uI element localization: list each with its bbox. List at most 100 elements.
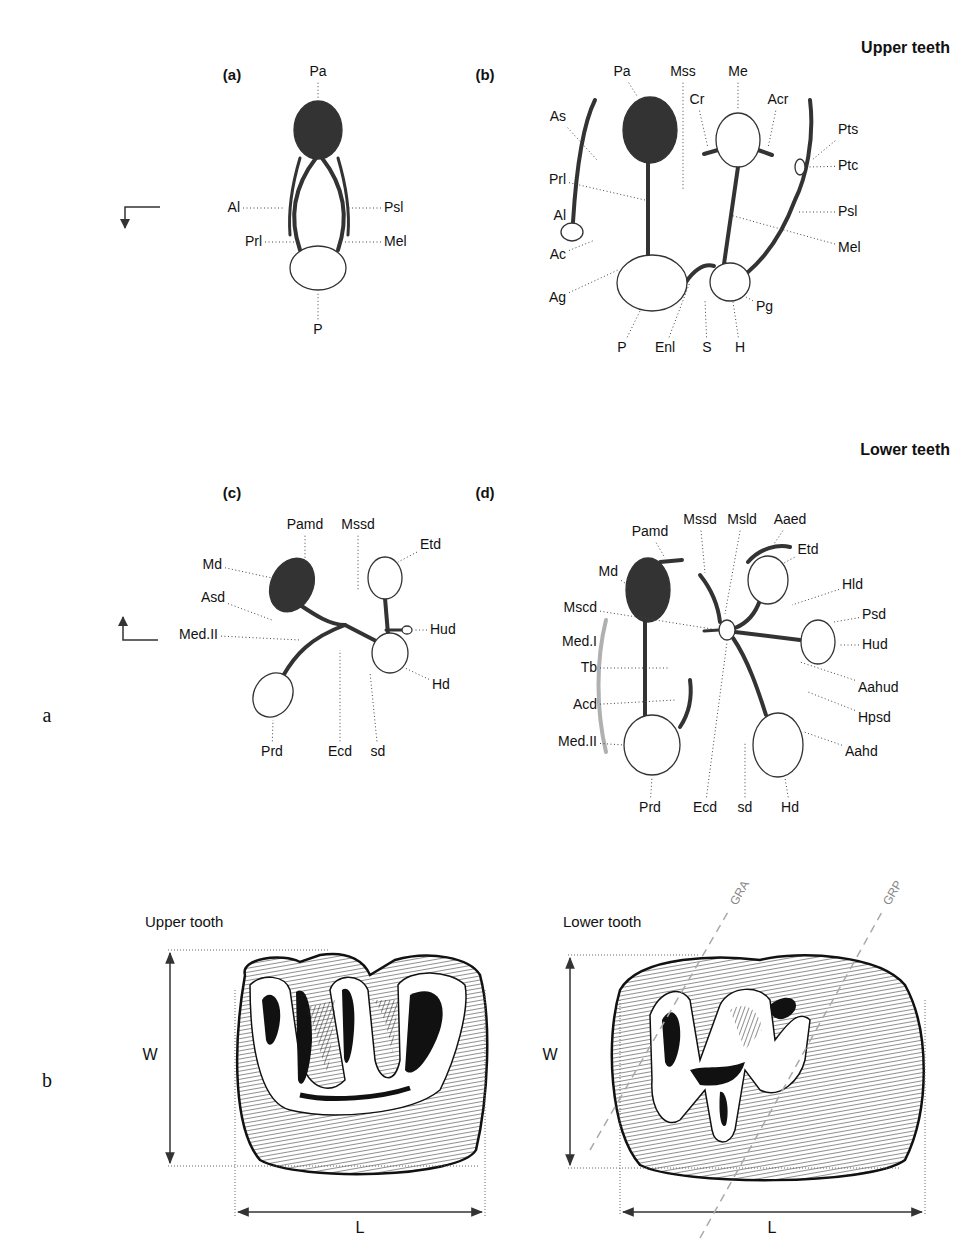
leader-line [405,668,429,679]
tooth-drawing-part [283,625,345,676]
leader-line [569,240,595,250]
cusp-label: Hud [430,622,456,637]
cusp-label: Pa [613,64,630,79]
cusp-label: Med.II [179,627,218,642]
cusp-label: H [735,340,745,355]
leader-line [797,212,835,213]
leader-line [600,743,624,745]
leader-line [706,642,727,797]
tooth-drawing-part [169,953,171,1163]
leader-line [627,311,640,337]
guide-line-label: GRA [728,878,752,907]
tooth-drawing-part [704,630,719,631]
tooth-drawing-part [300,605,378,642]
cusp-label: Hld [842,577,863,592]
cusp-label: Prl [549,172,566,187]
leader-line [318,292,319,319]
tooth-drawing-part [294,101,342,159]
tooth-drawing-part [700,912,882,1238]
tooth-drawing-part [753,713,803,777]
cusp-label: Pg [756,299,773,314]
tooth-drawing-part [123,617,158,640]
leader-line [370,672,377,741]
cusp-label: Psd [862,607,886,622]
cusp-label: Ecd [693,800,717,815]
leader-line [265,242,294,243]
tooth-drawing-part [624,715,680,775]
cusp-label: Etd [420,537,441,552]
dimension-label: W [142,1046,157,1064]
leader-line [770,531,783,550]
cusp-label: P [313,322,322,337]
cusp-label: sd [738,800,753,815]
leader-line [398,552,417,562]
tooth-drawing-part [342,989,354,1063]
section-heading: Lower teeth [860,441,950,459]
tooth-drawing-part [296,991,312,1084]
tooth-drawing-part [338,158,349,235]
leader-line [812,141,835,160]
cusp-label: Prd [639,800,661,815]
tooth-drawing-part [405,991,443,1072]
leader-line [744,296,753,301]
tooth-drawing-part [289,158,300,235]
cusp-label: Mscd [564,600,597,615]
tooth-title: Upper tooth [145,914,223,931]
leader-line [318,83,319,100]
tooth-drawing-part [617,255,687,311]
leader-line [725,531,740,614]
cusp-label: Etd [797,542,818,557]
guide-line-label: GRP [881,878,905,907]
tooth-drawing-part [730,1006,762,1050]
tooth-drawing-part [245,666,301,725]
tooth-drawing-part [770,998,796,1019]
cusp-label: Ecd [328,744,352,759]
cusp-label: Med.I [562,634,597,649]
leader-line [600,700,676,704]
cusp-label: Aahd [845,744,878,759]
tooth-drawing-part [402,626,412,634]
cusp-label: Al [554,208,566,223]
tooth-drawing-part [561,223,583,241]
cusp-label: Hud [862,637,888,652]
cusp-label: Psl [838,204,857,219]
cusp-label: Pamd [287,517,324,532]
leader-line [800,662,855,680]
tooth-drawing-part [262,995,280,1045]
cusp-label: Mel [384,234,407,249]
cusp-label: Hpsd [858,710,891,725]
leader-line [600,668,670,669]
leader-line [745,742,746,797]
tooth-drawing-part [569,958,571,1165]
cusp-label: Pa [309,64,326,79]
leader-line [838,645,859,646]
tooth-drawing-part [646,163,650,256]
leader-line [569,270,618,293]
leader-line [701,531,705,573]
cusp-label: Mssd [341,517,374,532]
leader-line [804,732,842,745]
leader-line [651,777,652,797]
leader-line [730,215,835,244]
cusp-label: Pts [838,122,858,137]
cusp-label: As [550,109,566,124]
cusp-label: Enl [655,340,675,355]
leader-line [656,543,665,558]
tooth-drawing-part [795,159,805,175]
tooth-drawing-part [733,638,766,715]
tooth-drawing-part [250,973,466,1115]
tooth-drawing-part [735,632,800,640]
tooth-drawing-part [368,557,402,599]
tooth-drawing-part [716,113,760,167]
tooth-drawing-part [372,1000,398,1055]
cusp-label: S [702,340,711,355]
dimension-label: W [542,1046,557,1064]
tooth-drawing-part [662,1012,680,1067]
tooth-drawing-part [719,1092,727,1126]
leader-line [413,630,427,631]
leader-line [808,692,855,710]
cusp-label: Ac [550,247,566,262]
leader-line [569,183,645,200]
tooth-drawing-part [724,167,738,264]
